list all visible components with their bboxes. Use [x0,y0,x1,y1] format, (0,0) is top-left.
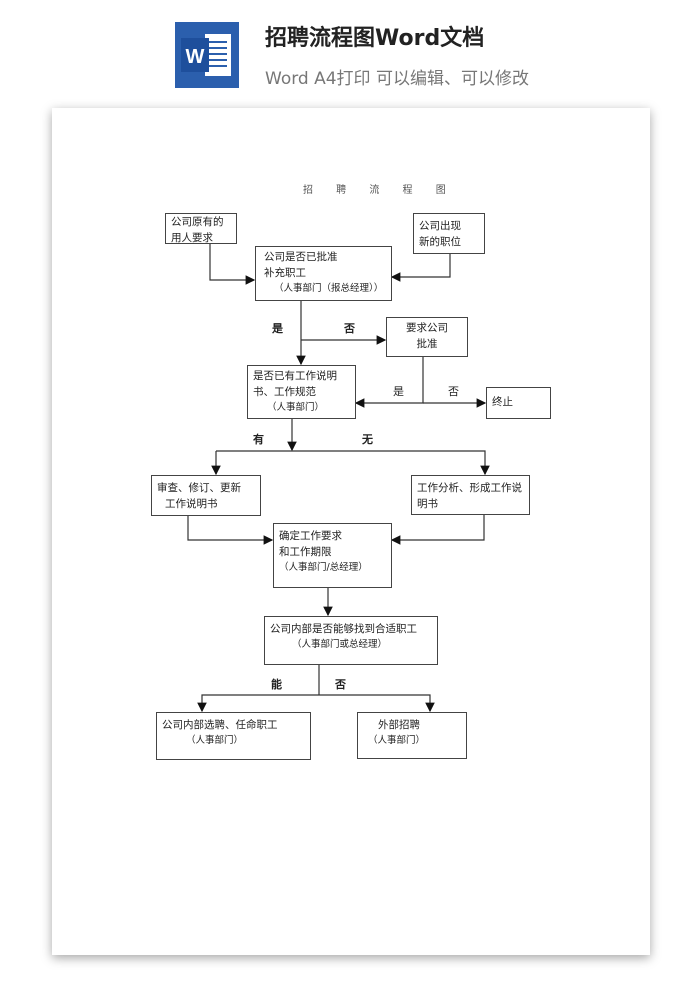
box-terminate: 终止 [486,387,551,419]
box-external-hire: 外部招聘（人事部门） [357,712,467,759]
label-no: 否 [344,322,355,335]
svg-text:W: W [186,46,205,68]
header-subtitle: Word A4打印 可以编辑、可以修改 [265,69,529,89]
box-has-job-desc: 是否已有工作说明书、工作规范（人事部门） [247,365,356,419]
label-no: 否 [448,385,459,398]
box-request-approval: 要求公司批准 [386,317,468,357]
box-original-need: 公司原有的用人要求 [165,213,237,244]
flowchart-title: 招 聘 流 程 图 [303,185,456,196]
label-yes: 是 [393,385,404,398]
box-job-analysis: 工作分析、形成工作说明书 [411,475,530,515]
label-yes: 是 [272,322,283,335]
label-can: 能 [271,678,282,691]
header-title: 招聘流程图Word文档 [265,26,485,51]
label-has: 有 [253,433,264,446]
box-internal-hire: 公司内部选聘、任命职工（人事部门） [156,712,311,760]
word-app-icon: W [175,22,239,88]
label-no: 否 [335,678,346,691]
box-new-position: 公司出现新的职位 [413,213,485,254]
box-internal-find: 公司内部是否能够找到合适职工（人事部门或总经理） [264,616,438,665]
box-define-requirements: 确定工作要求和工作期限（人事部门/总经理） [273,523,392,588]
box-approve-staff: 公司是否已批准补充职工（人事部门（报总经理）） [255,246,392,301]
box-review-update: 审查、修订、更新工作说明书 [151,475,261,516]
label-none: 无 [362,433,373,446]
